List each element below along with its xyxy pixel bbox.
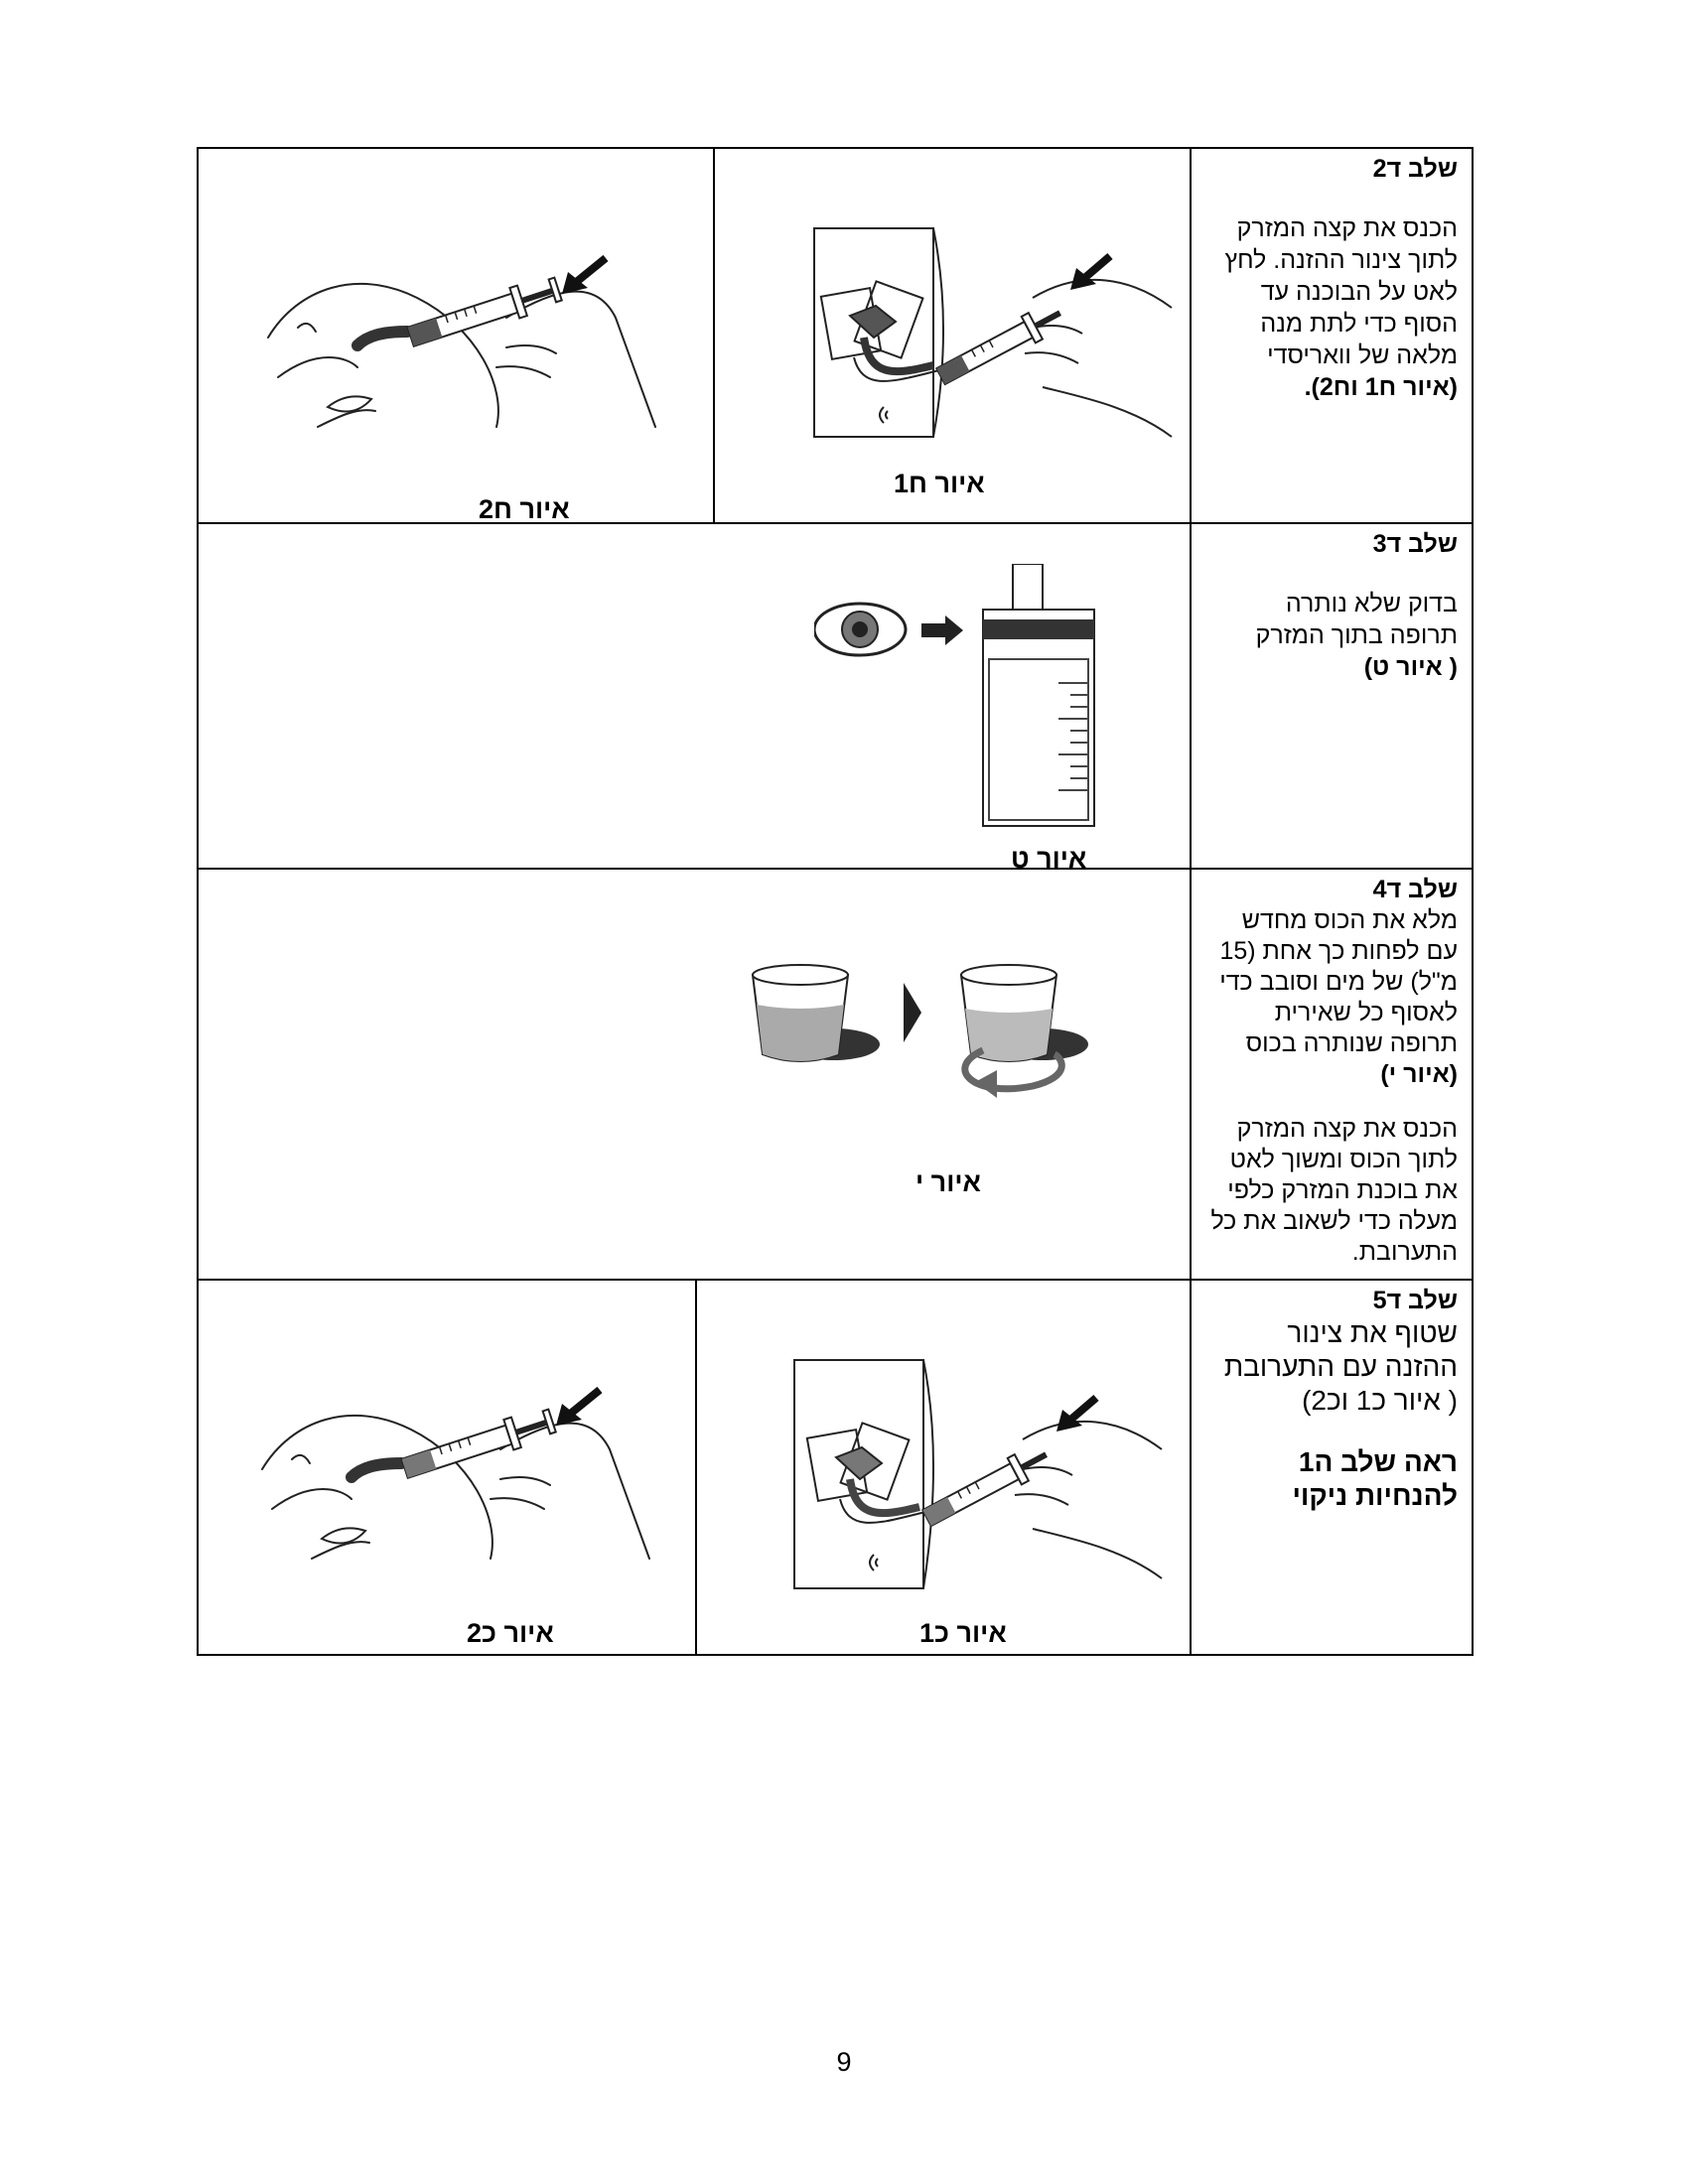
figure-y-cup-swirl-illustration (751, 964, 1088, 1098)
cell-divider (695, 1281, 697, 1654)
step-d4-line: התערובת. (1351, 1238, 1458, 1266)
step-d4-line: עם לפחות כך אחת (15 (1219, 937, 1458, 965)
figure-h2-caption: איור ח2 (479, 494, 570, 524)
step-d2-text: שלב ד2 הכנס את קצה המזרק לתוך צינור ההזנ… (1190, 149, 1472, 522)
figure-h2-nasal-syringe-illustration (267, 254, 656, 428)
figure-k1-gastric-syringe-illustration (793, 1359, 1163, 1589)
step-d5-row: איור כ2 (197, 1279, 1474, 1656)
step-d4-figure-ref: (איור י) (1380, 1060, 1458, 1088)
figure-k1-caption: איור כ1 (919, 1618, 1007, 1648)
step-d5-see-cleaning: להנחיות ניקוי (1292, 1480, 1458, 1511)
step-d3-text: שלב ד3 בדוק שלא נותרה תרופה בתוך המזרק (… (1190, 524, 1472, 868)
step-d5-line: ( איור כ1 וכ2) (1302, 1385, 1458, 1416)
figure-k2-nasal-syringe-illustration (261, 1386, 650, 1560)
figure-k2-caption: איור כ2 (467, 1618, 554, 1648)
cell-divider (713, 149, 715, 522)
step-d4-line: לאסוף כל שאירית (1274, 999, 1458, 1026)
page-number: 9 (836, 2047, 852, 2077)
instructions-table: איור ח2 (197, 147, 1474, 1656)
figure-y-caption: איור י (915, 1167, 981, 1197)
step-d2-line: הכנס את קצה המזרק (1236, 214, 1458, 242)
figure-t-eye-and-syringe-illustration (814, 564, 1095, 827)
step-d4-line: לתוך הכוס ומשוך לאט (1229, 1146, 1458, 1173)
step-d2-line: לתוך צינור ההזנה. לחץ (1224, 246, 1459, 274)
step-d5-see-cleaning: ראה שלב ה1 (1298, 1446, 1458, 1477)
step-d2-row: איור ח2 (197, 147, 1474, 524)
step-d4-line: את בוכנת המזרק כלפי (1227, 1176, 1458, 1204)
step-d4-line: מעלה כדי לשאוב את כל (1210, 1207, 1458, 1235)
step-d4-row: איור י שלב ד4 מלא את הכוס מחדש עם לפחות … (197, 868, 1474, 1281)
step-d2-figure-ref: (איור ח1 וח2). (1304, 373, 1458, 401)
step-d4-heading: שלב ד4 (1372, 876, 1458, 903)
step-d2-heading: שלב ד2 (1372, 155, 1458, 183)
step-d3-heading: שלב ד3 (1372, 530, 1458, 558)
step-d4-line: מלא את הכוס מחדש (1241, 906, 1458, 934)
step-d3-line: תרופה בתוך המזרק (1255, 621, 1458, 649)
step-d5-text: שלב ד5 שטוף את צינור ההזנה עם התערובת ( … (1190, 1281, 1472, 1654)
step-d3-row: איור ט שלב ד3 בדוק שלא נותרה תרופה בתוך … (197, 522, 1474, 874)
step-d4-line: הכנס את קצה המזרק (1236, 1115, 1458, 1143)
step-d2-line: לאט על הבוכנה עד (1260, 278, 1458, 306)
figure-h1-caption: איור ח1 (894, 469, 985, 498)
step-d2-line: מלאה של וואריסדי (1267, 341, 1458, 369)
step-d4-text: שלב ד4 מלא את הכוס מחדש עם לפחות כך אחת … (1190, 870, 1472, 1279)
step-d2-line: הסוף כדי לתת מנה (1260, 310, 1458, 338)
step-d3-line: בדוק שלא נותרה (1285, 590, 1458, 617)
step-d3-figure-ref: ( איור ט) (1363, 653, 1458, 681)
step-d5-line: ההזנה עם התערובת (1223, 1351, 1458, 1382)
step-d4-line: תרופה שנותרה בכוס (1245, 1029, 1458, 1057)
step-d5-line: שטוף את צינור (1287, 1317, 1458, 1348)
step-d5-heading: שלב ד5 (1372, 1287, 1458, 1314)
figure-h1-gastric-syringe-illustration (813, 227, 1173, 438)
step-d4-line: מ"ל) של מים וסובב כדי (1219, 968, 1458, 996)
